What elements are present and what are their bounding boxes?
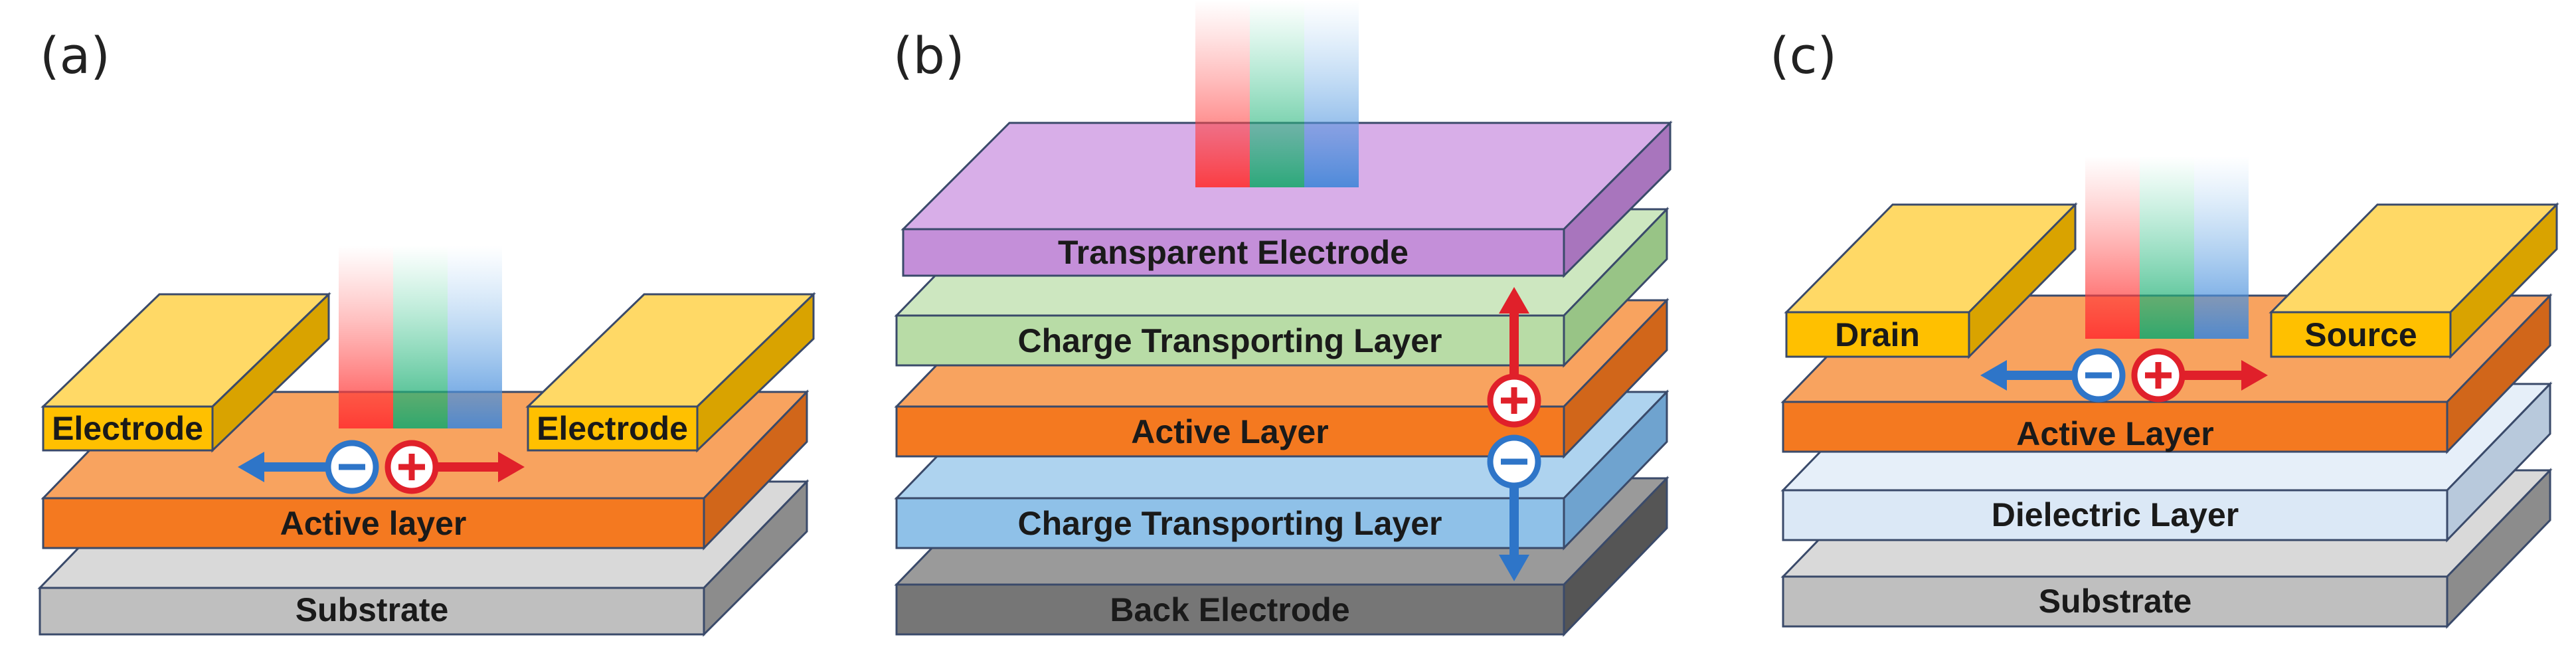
active-layer-label: Active layer [280,505,467,542]
ctl-top-label: Charge Transporting Layer [1017,322,1442,359]
substrate-label: Substrate [296,591,449,628]
electrode-left-label: Electrode [52,410,203,447]
ctl-bottom-label: Charge Transporting Layer [1017,505,1442,542]
light-beam-icon [1195,0,1359,187]
drain-label: Drain [1835,316,1920,353]
back-electrode-label: Back Electrode [1110,591,1349,628]
electrode-right: Electrode [525,292,816,453]
panel-b: (b) Back Electrode Charge Transporting L… [893,0,1673,637]
arrow-icon [1499,287,1529,581]
drain-electrode: Drain [1784,202,2078,359]
arrow-icon [1980,360,2268,391]
electrode-right-label: Electrode [537,410,688,447]
transparent-electrode-slab: Transparent Electrode [901,120,1673,278]
electron-minus-icon [2071,348,2126,403]
transparent-electrode-label: Transparent Electrode [1058,234,1409,271]
electron-minus-icon [325,440,379,494]
dielectric-layer-label: Dielectric Layer [1992,496,2239,533]
light-beam-icon [2085,156,2249,339]
arrow-icon [238,452,525,482]
panel-a-label: (a) [40,26,110,85]
electrode-left: Electrode [41,292,331,453]
hole-plus-icon [1487,373,1541,428]
active-layer-b-label: Active Layer [1131,413,1328,450]
panel-c: (c) Substrate Dielectric Layer Active La… [1770,26,2559,629]
light-beam-icon [339,246,502,428]
source-electrode: Source [2269,202,2559,359]
hole-plus-icon [2131,348,2186,403]
active-layer-c-label: Active Layer [2016,415,2213,452]
source-label: Source [2304,316,2417,353]
electron-minus-icon [1487,434,1541,489]
hole-plus-icon [385,440,439,494]
panel-a: (a) Substrate Active layer Electrode [37,26,816,637]
substrate-c-label: Substrate [2039,583,2192,620]
panel-c-label: (c) [1770,26,1837,85]
panel-b-label: (b) [893,26,965,85]
